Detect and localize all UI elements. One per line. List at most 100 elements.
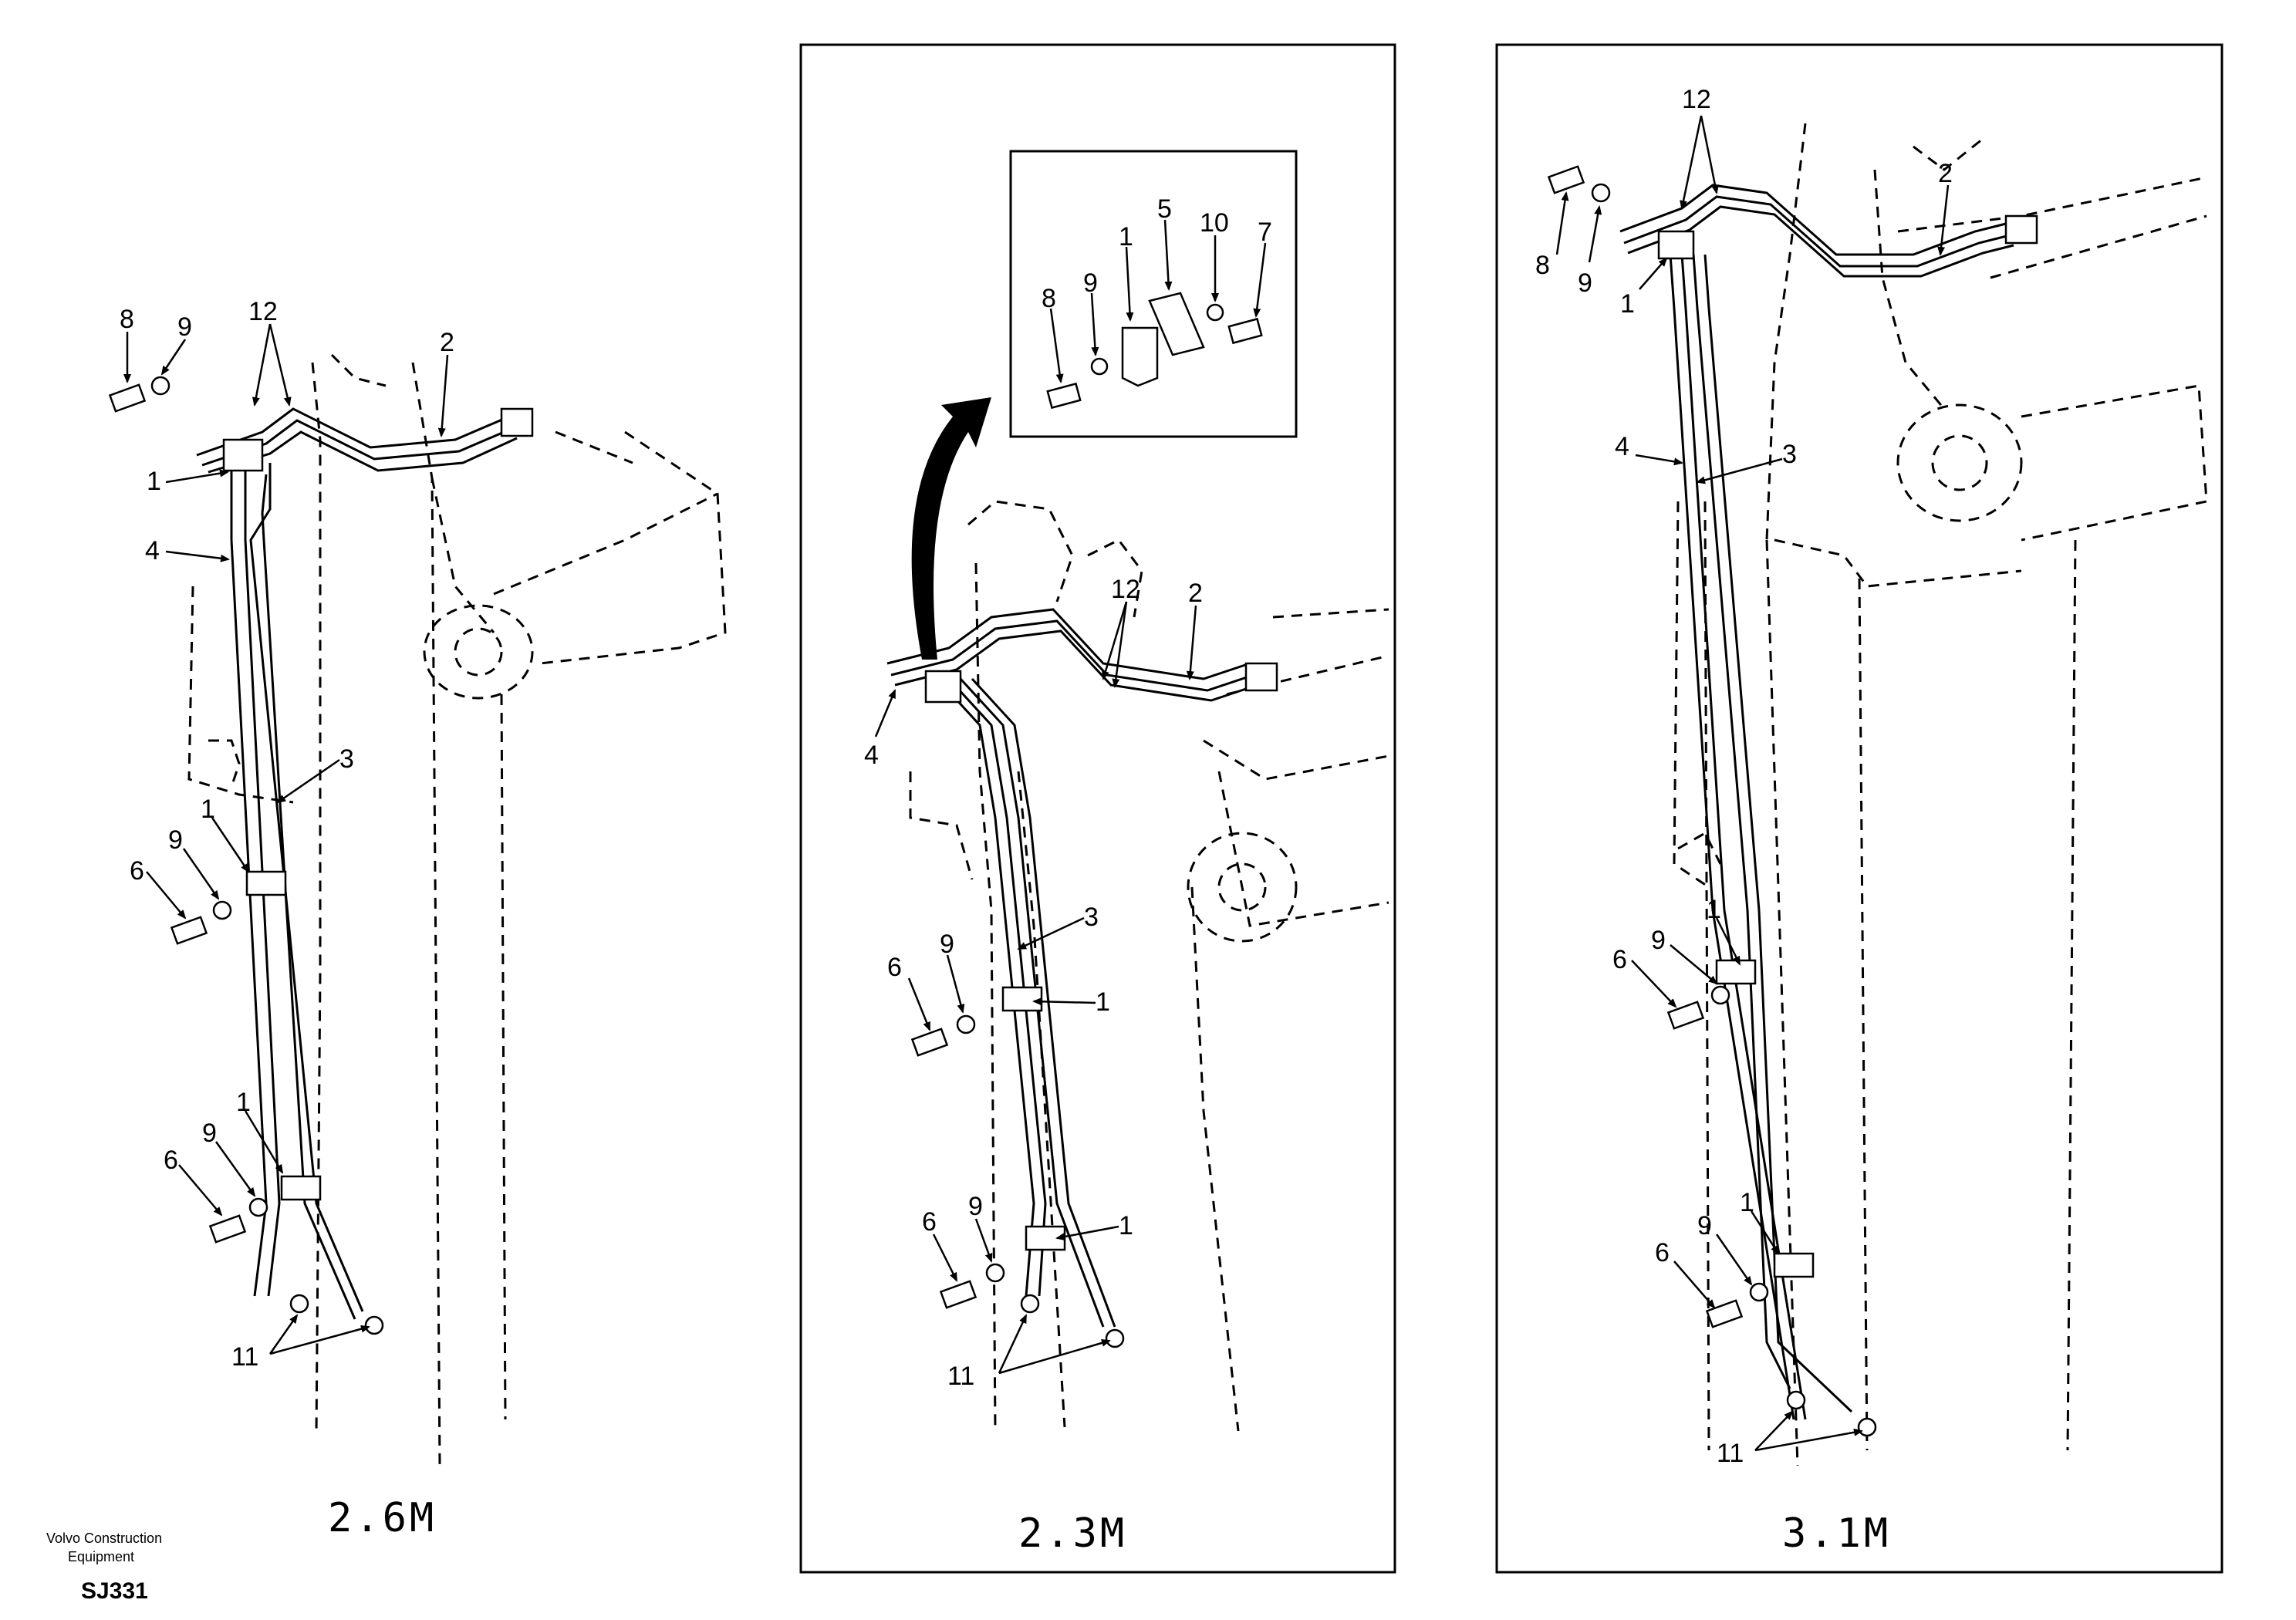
callout: 9 xyxy=(1651,926,1666,955)
callout: 9 xyxy=(940,930,954,959)
fitting-11-right-icon xyxy=(364,1315,384,1335)
callout: 9 xyxy=(1578,268,1592,298)
clamp-middle xyxy=(1715,959,1757,985)
callout: 7 xyxy=(1258,218,1272,247)
callout: 4 xyxy=(1615,432,1629,461)
clamps xyxy=(108,376,534,1335)
callout: 9 xyxy=(968,1192,983,1221)
callout-labels: 8 9 12 2 1 4 3 1 9 6 1 9 6 11 xyxy=(120,297,454,1372)
callout: 11 xyxy=(231,1342,258,1372)
callout: 6 xyxy=(130,856,144,886)
callout: 4 xyxy=(864,741,879,770)
callout: 9 xyxy=(177,312,192,342)
clamp-upper xyxy=(222,438,264,472)
bolt-6-upper-icon xyxy=(1666,1001,1705,1030)
washer-9-upper-icon xyxy=(956,1014,976,1034)
clamp-middle xyxy=(1001,986,1043,1012)
callout: 3 xyxy=(339,744,354,774)
boom-outline-dashed xyxy=(187,353,727,1466)
hydraulic-pipes xyxy=(1619,184,2014,1420)
washer-9-upper-icon xyxy=(212,900,232,920)
variant-label: 2.3M xyxy=(1018,1510,1127,1557)
callout: 1 xyxy=(1096,987,1110,1017)
clamp-lower xyxy=(280,1175,322,1201)
brand-block: Volvo Construction Equipment SJ331 xyxy=(46,1531,162,1604)
fitting-11-left-icon xyxy=(289,1294,309,1314)
washer-9-upper-icon xyxy=(1710,985,1730,1005)
callout: 6 xyxy=(1612,945,1627,974)
callout: 9 xyxy=(202,1119,217,1148)
washer-9-icon xyxy=(1591,183,1611,203)
bolt-6-upper-icon xyxy=(910,1028,949,1057)
bolt-6-upper-icon xyxy=(170,916,208,945)
leader-lines xyxy=(123,323,449,1355)
callout: 9 xyxy=(1083,268,1098,298)
detail-arrow-icon xyxy=(911,397,991,660)
bolt-8-icon xyxy=(1547,165,1585,194)
callout: 1 xyxy=(201,795,215,824)
detail-inset: 5 1 10 7 9 8 xyxy=(1009,150,1298,438)
callout: 8 xyxy=(1042,284,1056,313)
callout-labels: 12 2 8 9 1 4 3 9 1 6 1 9 6 11 xyxy=(1535,85,1953,1468)
clamp-upper xyxy=(924,670,962,704)
callout: 11 xyxy=(1717,1439,1744,1468)
callout: 3 xyxy=(1084,903,1099,932)
fitting-11-right-icon xyxy=(1105,1328,1125,1348)
callout: 5 xyxy=(1157,194,1172,224)
callout: 2 xyxy=(440,328,454,357)
washer-10-icon xyxy=(1206,303,1224,322)
connector-block-icon xyxy=(500,407,534,437)
callout: 8 xyxy=(120,305,134,334)
fitting-11-right-icon xyxy=(1857,1417,1877,1437)
callout: 12 xyxy=(1111,575,1140,604)
callout: 3 xyxy=(1782,440,1797,469)
clamp-lower xyxy=(1773,1252,1815,1278)
callout: 1 xyxy=(1707,895,1721,924)
callout: 6 xyxy=(922,1207,937,1237)
clamp-lower xyxy=(1025,1225,1066,1251)
bolt-8-icon xyxy=(108,383,147,413)
callout: 9 xyxy=(168,825,183,855)
bolt-8-detail-icon xyxy=(1046,382,1082,410)
connector-block-icon xyxy=(2004,214,2038,245)
bolt-6-lower-icon xyxy=(939,1280,977,1309)
clamps xyxy=(1547,165,2038,1437)
brand-name: Volvo Construction xyxy=(46,1531,162,1546)
variant-label: 2.6M xyxy=(328,1495,437,1541)
washer-9-detail-icon xyxy=(1090,357,1109,376)
plate-5-icon xyxy=(1148,292,1205,356)
detail-frame xyxy=(1009,150,1298,438)
fitting-11-left-icon xyxy=(1020,1294,1040,1314)
callout: 1 xyxy=(1740,1188,1754,1217)
bolt-6-lower-icon xyxy=(208,1214,247,1244)
clamp-middle xyxy=(245,870,287,896)
variant-2-6m-drawing: 8 9 12 2 1 4 3 1 9 6 1 9 6 11 2.6M xyxy=(108,297,727,1541)
boom-outline-dashed xyxy=(1673,123,2208,1466)
callout: 10 xyxy=(1200,208,1229,238)
variant-label: 3.1M xyxy=(1782,1510,1891,1557)
callout: 2 xyxy=(1938,159,1953,188)
fitting-11-left-icon xyxy=(1786,1390,1806,1410)
bolt-6-lower-icon xyxy=(1705,1299,1744,1328)
brand-subtitle: Equipment xyxy=(68,1549,134,1564)
callout: 6 xyxy=(164,1146,178,1175)
callout-labels: 12 2 4 3 9 6 1 9 6 1 11 xyxy=(864,575,1203,1391)
variant-3-1m-panel: 12 2 8 9 1 4 3 9 1 6 1 9 6 11 3.1M xyxy=(1495,43,2223,1574)
callout: 4 xyxy=(145,536,160,565)
clamps xyxy=(910,662,1278,1348)
washer-9-icon xyxy=(150,376,171,396)
variant-frame xyxy=(1495,43,2223,1574)
callout: 1 xyxy=(1119,222,1133,251)
callout: 6 xyxy=(887,953,902,982)
variant-frame xyxy=(799,43,1396,1574)
boom-outline-dashed xyxy=(909,500,1389,1432)
connector-block-icon xyxy=(1244,662,1278,692)
leader-lines xyxy=(1555,115,1950,1452)
clamp-upper xyxy=(1657,230,1695,260)
variant-2-3m-panel: 5 1 10 7 9 8 xyxy=(799,43,1396,1574)
callout: 12 xyxy=(1682,85,1711,114)
callout: 8 xyxy=(1535,251,1550,280)
leader-lines xyxy=(874,601,1197,1375)
